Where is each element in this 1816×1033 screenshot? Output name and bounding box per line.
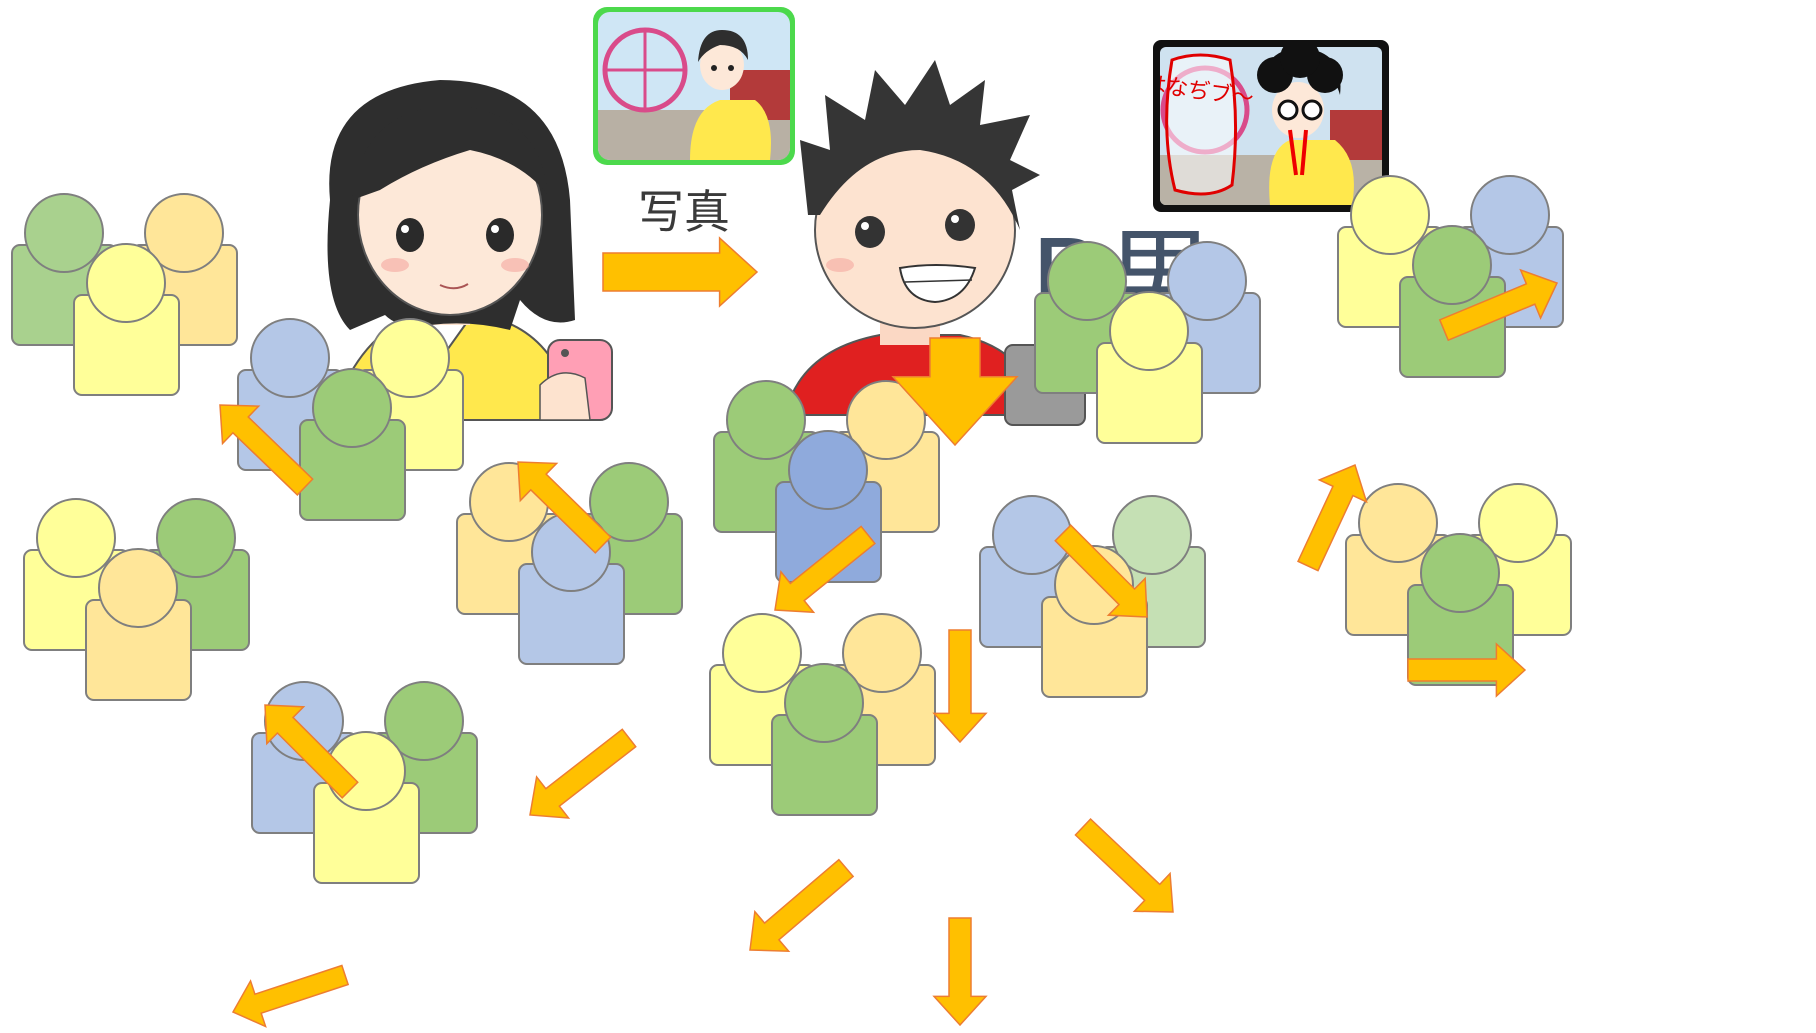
photo-label: 写真	[638, 185, 730, 239]
person-icon	[1096, 291, 1203, 444]
arrow-icon	[517, 461, 612, 554]
arrow-icon	[774, 525, 876, 614]
arrow-icon	[1297, 463, 1368, 572]
photo-thumbnail-doodled: はなぢブ〜	[1153, 40, 1389, 212]
arrow-icon	[529, 728, 637, 819]
arrow-icon	[1074, 817, 1174, 913]
arrow-icon	[1407, 642, 1527, 698]
arrow-icon	[749, 858, 855, 952]
person-group-icon	[709, 613, 936, 816]
person-icon	[771, 663, 878, 816]
arrow-icon	[219, 404, 314, 496]
arrow-icon	[264, 704, 359, 799]
person-group-icon	[11, 193, 238, 396]
arrow-icon	[932, 629, 988, 744]
person-icon	[85, 548, 192, 701]
person-group-icon	[1034, 241, 1261, 444]
person-icon	[1041, 545, 1148, 698]
photo-thumbnail-good	[593, 7, 795, 165]
person-group-icon	[23, 498, 250, 701]
arrow-icon	[1438, 268, 1559, 342]
person-group-icon	[237, 318, 464, 521]
arrow-icon	[891, 337, 1019, 447]
arrow-layer	[219, 236, 1559, 1028]
arrow-icon	[231, 964, 350, 1028]
arrow-icon	[932, 917, 988, 1027]
person-group-icon	[1345, 483, 1572, 686]
person-icon	[299, 368, 406, 521]
person-icon	[73, 243, 180, 396]
arrow-icon	[602, 236, 759, 308]
person-group-icon	[456, 462, 683, 665]
arrow-icon	[1054, 524, 1148, 618]
person-group-icon	[979, 495, 1206, 698]
